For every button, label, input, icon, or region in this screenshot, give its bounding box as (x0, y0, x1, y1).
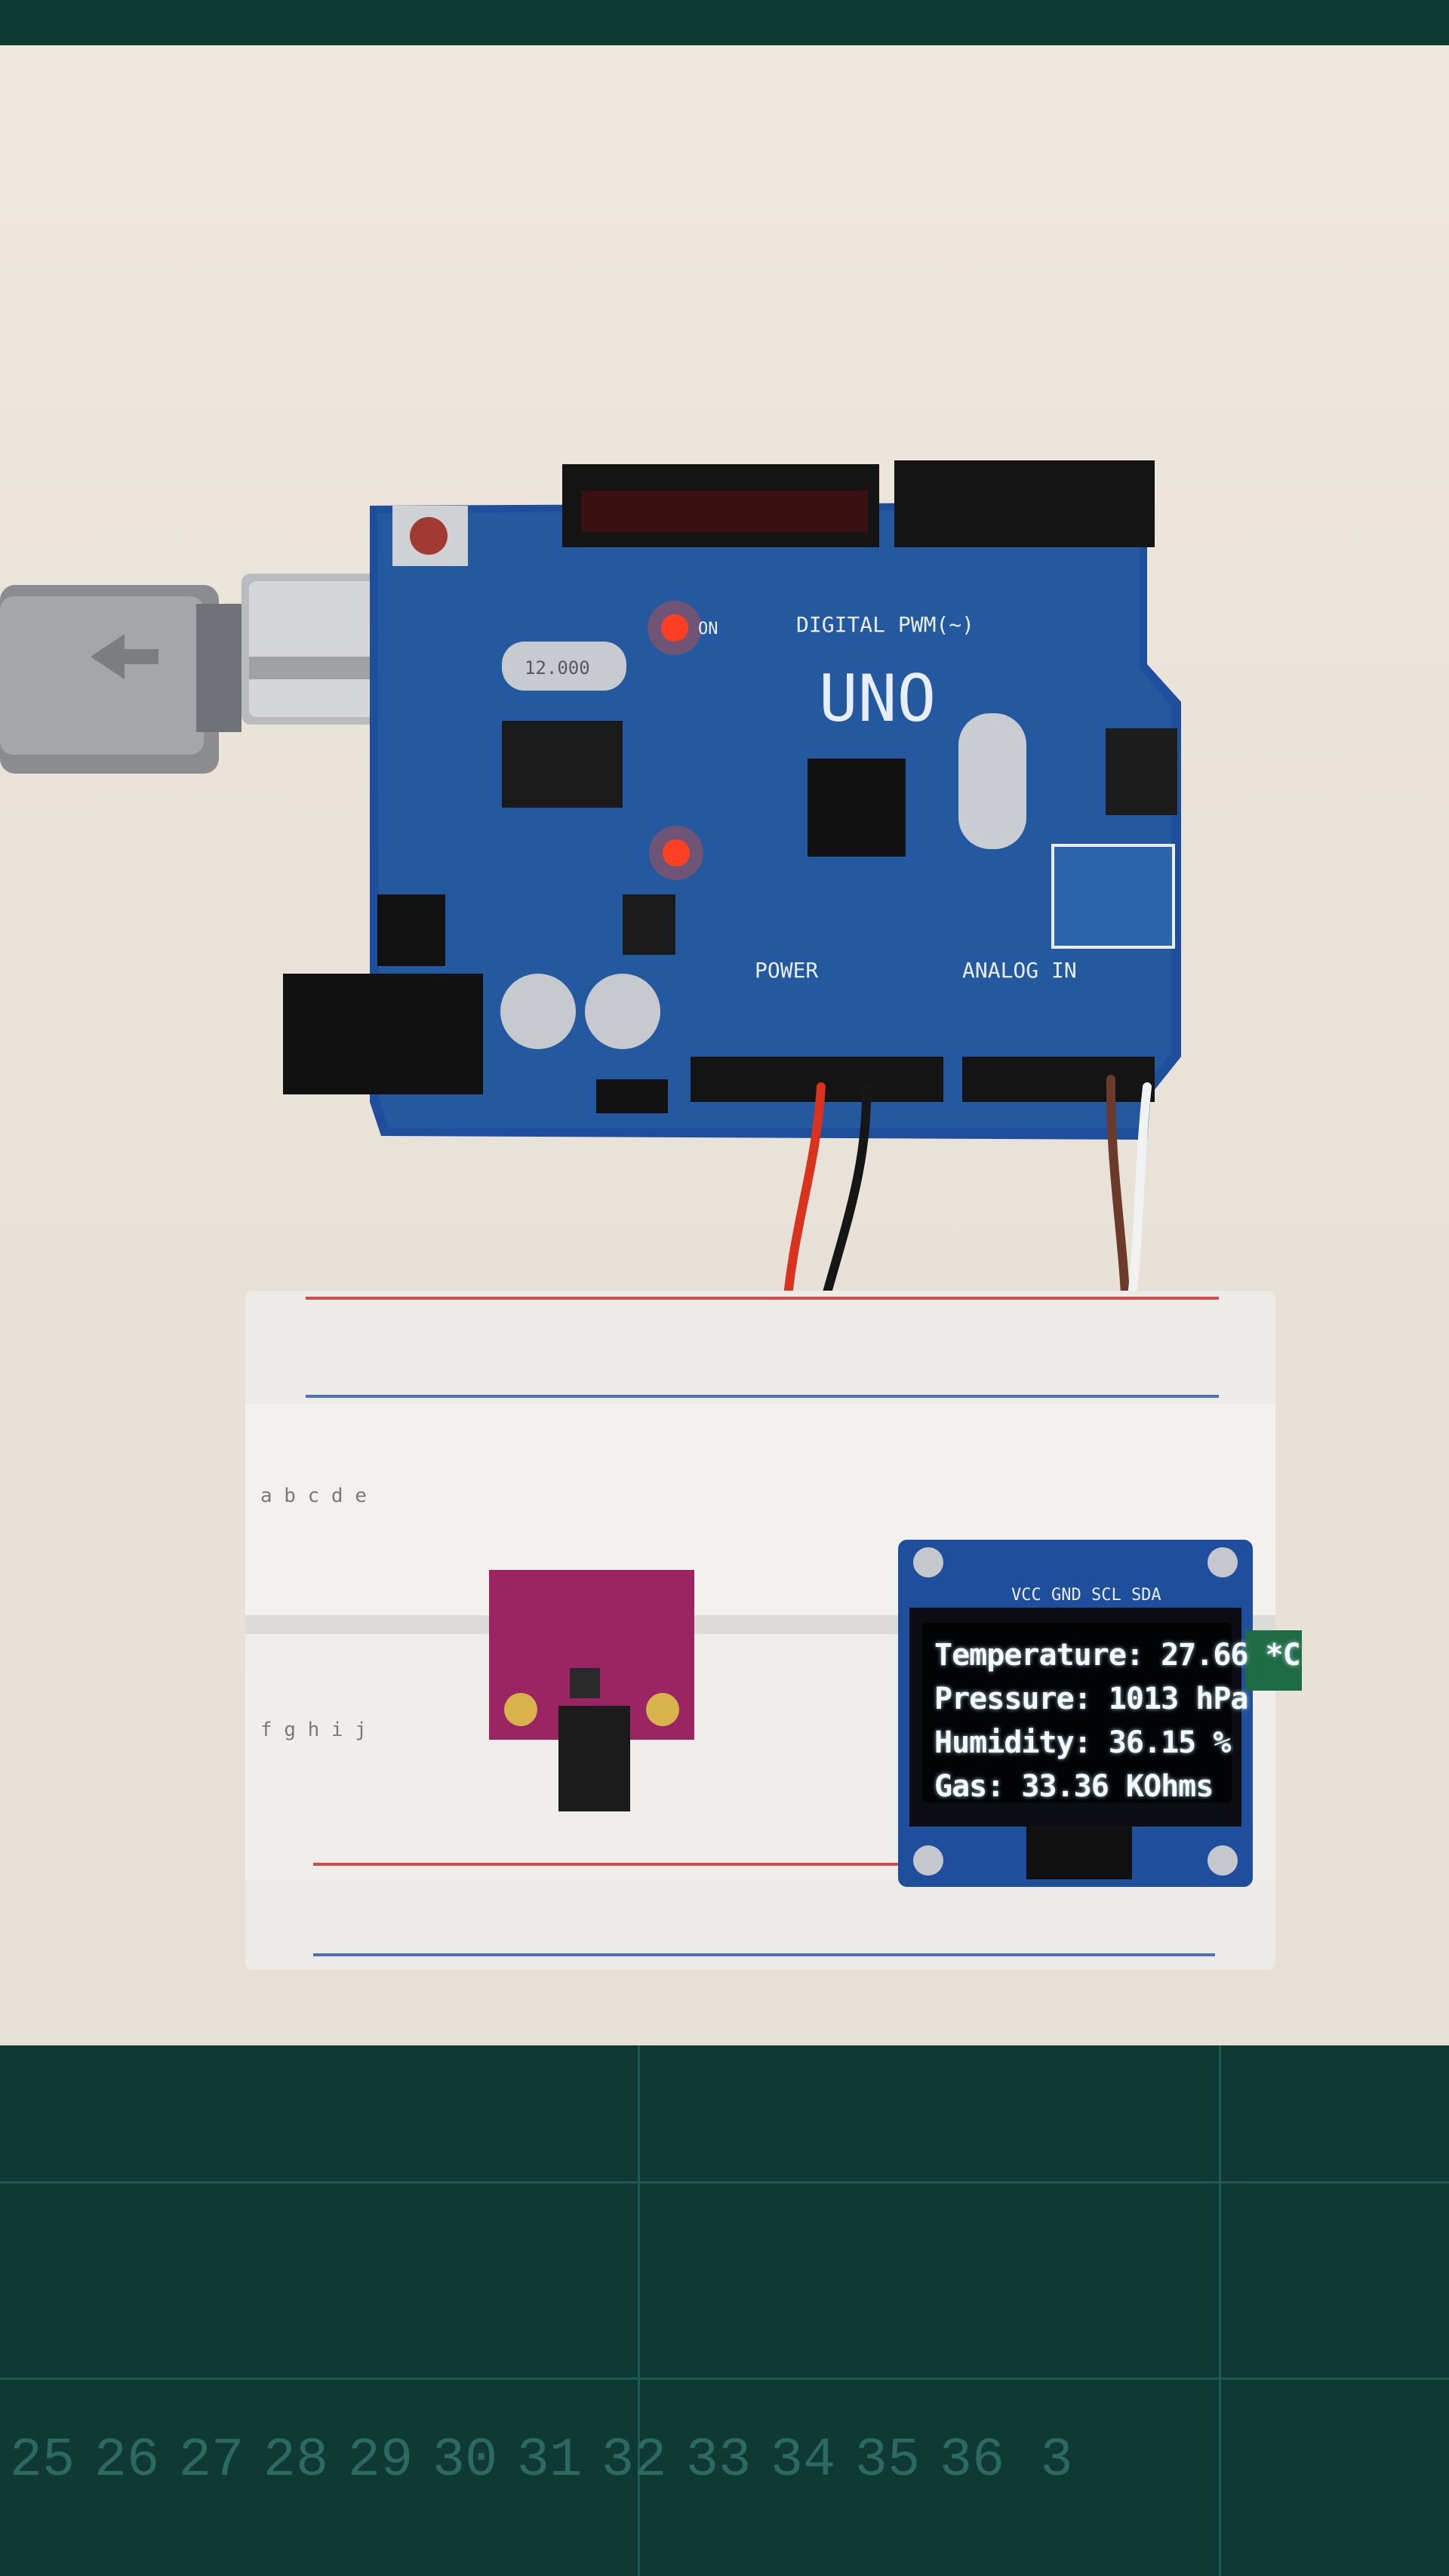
cutting-mat-bottom (0, 2045, 1449, 2576)
ruler-number: 25 (9, 2430, 75, 2491)
ruler-number: 31 (516, 2430, 583, 2491)
ruler-number: 3 (1040, 2430, 1073, 2491)
row-letters-top: a b c d e (260, 1485, 367, 1507)
ruler-number: 26 (94, 2430, 160, 2491)
oled-pressure-line: Pressure: 1013 hPa (934, 1682, 1248, 1716)
ruler-number: 27 (178, 2430, 245, 2491)
ruler-number: 29 (347, 2430, 414, 2491)
on-led-label: ON (698, 620, 718, 639)
mat-grid-line (0, 2181, 1449, 2184)
ruler-number: 32 (601, 2430, 667, 2491)
ruler-number: 34 (770, 2430, 836, 2491)
oled-screen: Temperature: 27.66 *C Pressure: 1013 hPa… (922, 1623, 1301, 1804)
row-letters-bottom: f g h i j (260, 1719, 367, 1741)
board-model-label: UNO (819, 661, 936, 737)
ruler-number: 28 (263, 2430, 329, 2491)
oled-pin-labels: VCC GND SCL SDA (1011, 1586, 1161, 1605)
analog-label: ANALOG IN (962, 958, 1077, 983)
ruler-number: 30 (432, 2430, 498, 2491)
oled-gas-line: Gas: 33.36 KOhms (934, 1769, 1214, 1804)
bme680-sensor (489, 1570, 694, 1811)
ruler-number: 35 (854, 2430, 921, 2491)
breadboard: a b c d e f g h i j (245, 1291, 1275, 1970)
mat-grid-line (638, 2045, 640, 2576)
arduino-board: UNO DIGITAL PWM(~) POWER ANALOG IN ON 12… (283, 460, 1181, 1140)
mat-ruler: 25 26 27 28 29 30 31 32 33 34 35 36 3 (0, 2411, 1449, 2510)
digital-label: DIGITAL PWM(~) (796, 612, 974, 637)
power-label: POWER (755, 958, 818, 983)
ruler-number: 33 (685, 2430, 752, 2491)
ruler-number: 36 (939, 2430, 1005, 2491)
mat-grid-line (0, 2377, 1449, 2380)
oled-temperature-line: Temperature: 27.66 *C (934, 1638, 1301, 1673)
crystal-label: 12.000 (525, 657, 590, 679)
oled-humidity-line: Humidity: 36.15 % (934, 1725, 1231, 1760)
mat-grid-line (1219, 2045, 1221, 2576)
